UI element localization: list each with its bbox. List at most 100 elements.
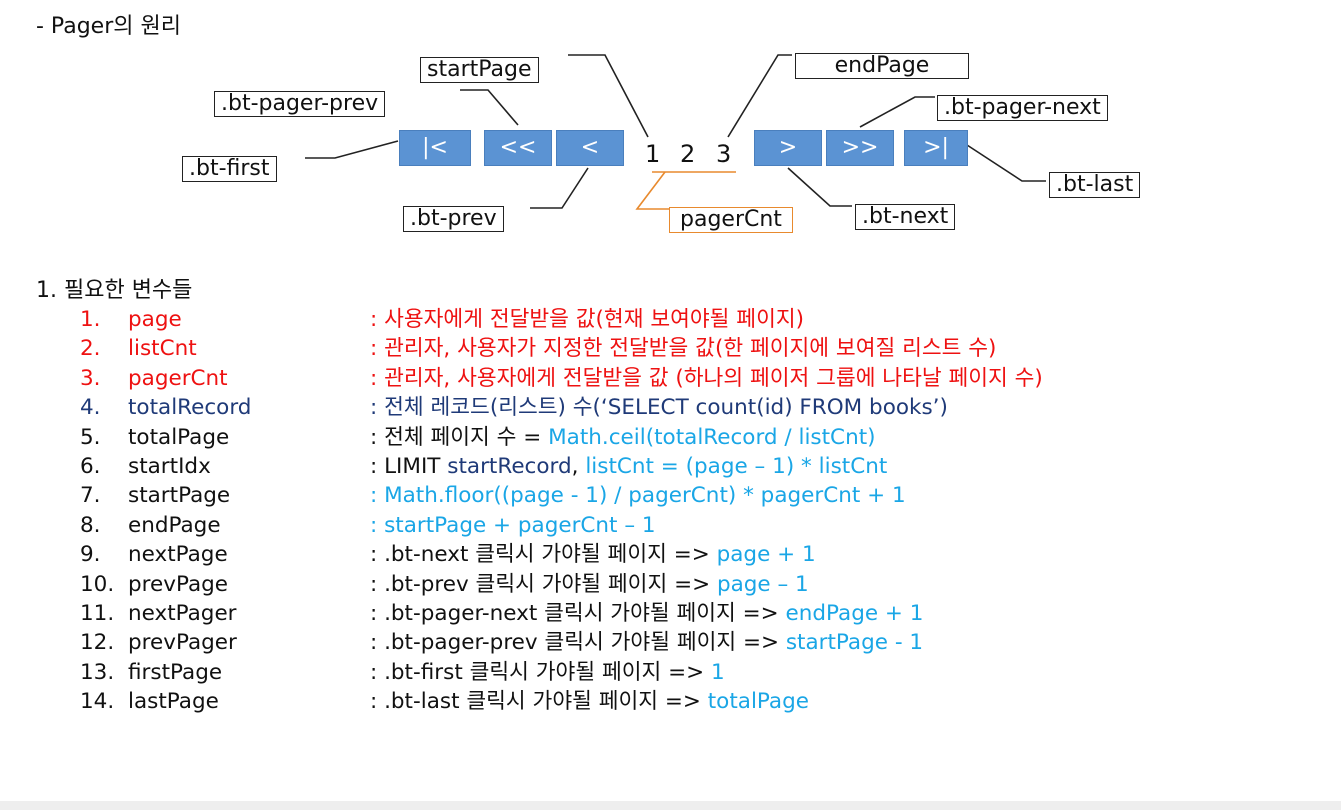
- variable-description: : .bt-next 클릭시 가야될 페이지 => page + 1: [370, 540, 816, 569]
- description-segment: : startPage + pagerCnt – 1: [370, 512, 656, 538]
- description-segment: startRecord: [447, 454, 572, 479]
- variable-number: 3.: [80, 365, 101, 391]
- bt-pager-prev-button[interactable]: <<: [484, 130, 552, 166]
- pager-diagram: [305, 54, 1046, 210]
- variable-number: 8.: [80, 512, 101, 538]
- variable-description: : .bt-last 클릭시 가야될 페이지 => totalPage: [370, 687, 809, 716]
- description-segment: page – 1: [716, 571, 809, 597]
- description-segment: : .bt-prev 클릭시 가야될 페이지 =>: [370, 571, 717, 597]
- variable-name: listCnt: [128, 336, 197, 362]
- variable-number: 7.: [80, 483, 101, 509]
- description-segment: : .bt-first 클릭시 가야될 페이지 =>: [370, 659, 711, 685]
- variable-number: 14.: [80, 689, 115, 715]
- variable-name: totalPage: [128, 424, 230, 450]
- variable-number: 10.: [80, 571, 115, 597]
- variable-number: 9.: [80, 542, 101, 568]
- line-bt-first: [305, 140, 399, 159]
- variable-name: prevPage: [128, 571, 229, 597]
- variable-row: 9. nextPage : .bt-next 클릭시 가야될 페이지 => page…: [80, 540, 816, 569]
- variable-name: startPage: [128, 483, 231, 509]
- bt-pager-next-button[interactable]: >>: [826, 130, 894, 166]
- description-segment: : LIMIT: [370, 454, 448, 479]
- label-pager-cnt: pagerCnt: [669, 207, 793, 233]
- variable-description: : 관리자, 사용자가 지정한 전달받을 값(한 페이지에 보여질 리스트 수): [370, 334, 996, 363]
- description-segment: listCnt = (page – 1) * listCnt: [585, 454, 888, 479]
- section-title: 1. 필요한 변수들: [36, 278, 193, 303]
- variable-row: 7. startPage : Math.floor((page - 1) / pag…: [80, 481, 906, 510]
- line-bt-pager-next: [859, 96, 935, 128]
- variable-name: nextPager: [128, 601, 237, 626]
- description-segment: startPage - 1: [785, 630, 924, 656]
- description-segment: : .bt-pager-next 클릭시 가야될 페이지 =>: [370, 601, 786, 626]
- variable-description: : 전체 페이지 수 = Math.ceil(totalRecord / lis…: [370, 423, 876, 452]
- label-bt-pager-prev: .bt-pager-prev: [214, 91, 386, 117]
- variable-number: 5.: [80, 424, 101, 450]
- variable-number: 2.: [80, 336, 101, 362]
- line-bt-pager-prev: [460, 89, 519, 126]
- variable-row: 2. listCnt : 관리자, 사용자가 지정한 전달받을 값(한 페이지에 보…: [80, 334, 996, 363]
- bottom-divider: [0, 801, 1341, 810]
- variable-number: 11.: [80, 601, 115, 626]
- description-segment: : 사용자에게 전달받을 값(현재 보여야될 페이지): [370, 307, 805, 332]
- description-segment: totalPage: [707, 689, 809, 715]
- label-bt-last: .bt-last: [1049, 172, 1141, 198]
- description-segment: page + 1: [716, 542, 816, 568]
- line-start-page: [568, 54, 649, 138]
- line-end-page: [727, 54, 792, 138]
- variable-row: 4.totalRecord: 전체 레코드(리스트) 수(‘SELECT cou…: [80, 393, 948, 422]
- variable-row: 3.pagerCnt: 관리자, 사용자에게 전달받을 값 (하나의 페이저 그…: [80, 364, 1043, 393]
- line-pager-cnt: [635, 171, 670, 210]
- description-segment: : .bt-last 클릭시 가야될 페이지 =>: [370, 689, 708, 715]
- variable-row: 1.page: 사용자에게 전달받을 값(현재 보여야될 페이지): [80, 305, 804, 334]
- description-segment: Math.ceil(totalRecord / listCnt): [548, 424, 876, 450]
- variable-name: lastPage: [128, 689, 219, 715]
- label-bt-prev: .bt-prev: [403, 206, 504, 232]
- description-segment: : 전체 페이지 수 =: [370, 424, 549, 450]
- line-bt-prev: [530, 167, 589, 209]
- variable-name: page: [128, 307, 182, 332]
- variable-row: 14. lastPage : .bt-last 클릭시 가야될 페이지 => tot…: [80, 687, 809, 716]
- variable-description: : 전체 레코드(리스트) 수(‘SELECT count(id) FROM b…: [370, 393, 948, 422]
- label-start-page: startPage: [420, 57, 539, 83]
- variable-description: : 사용자에게 전달받을 값(현재 보여야될 페이지): [370, 305, 804, 334]
- page-number-1[interactable]: 1: [645, 140, 661, 168]
- page-number-2[interactable]: 2: [680, 140, 696, 168]
- variable-description: : .bt-pager-next 클릭시 가야될 페이지 => endPage …: [370, 599, 923, 628]
- description-segment: : .bt-pager-prev 클릭시 가야될 페이지 =>: [370, 630, 786, 656]
- variable-description: : .bt-prev 클릭시 가야될 페이지 => page – 1: [370, 570, 809, 599]
- bt-first-button[interactable]: |<: [399, 130, 471, 166]
- bt-next-button[interactable]: >: [754, 130, 822, 166]
- variable-row: 11. nextPager : .bt-pager-next 클릭시 가야될 페이지…: [80, 599, 923, 628]
- description-segment: : 관리자, 사용자가 지정한 전달받을 값(한 페이지에 보여질 리스트 수): [370, 336, 997, 362]
- bt-last-button[interactable]: >|: [904, 130, 968, 166]
- description-segment: endPage + 1: [785, 601, 924, 626]
- variable-name: nextPage: [128, 542, 228, 568]
- label-bt-first: .bt-first: [182, 156, 277, 182]
- variable-row: 8.endPage: startPage + pagerCnt – 1: [80, 511, 656, 540]
- page-number-3[interactable]: 3: [716, 140, 732, 168]
- variable-row: 6. startIdx : LIMIT startRecord, listCnt =…: [80, 452, 887, 481]
- description-segment: : .bt-next 클릭시 가야될 페이지 =>: [370, 542, 717, 568]
- description-segment: : 관리자, 사용자에게 전달받을 값 (하나의 페이저 그룹에 나타날 페이지…: [370, 365, 1043, 391]
- description-segment: ,: [571, 454, 586, 479]
- variable-description: : .bt-first 클릭시 가야될 페이지 => 1: [370, 658, 725, 687]
- variable-description: : startPage + pagerCnt – 1: [370, 511, 656, 540]
- variable-row: 12.prevPager: .bt-pager-prev 클릭시 가야될 페이지…: [80, 628, 923, 657]
- label-end-page: endPage: [795, 53, 969, 79]
- bt-prev-button[interactable]: <: [556, 130, 624, 166]
- variable-description: : .bt-pager-prev 클릭시 가야될 페이지 => startPag…: [370, 628, 923, 657]
- variable-description: : Math.floor((page - 1) / pagerCnt) * pa…: [370, 481, 906, 510]
- variable-row: 13.firstPage: .bt-first 클릭시 가야될 페이지 => 1: [80, 658, 725, 687]
- description-segment: : 전체 레코드(리스트) 수(‘SELECT count(id) FROM b…: [370, 395, 948, 421]
- variable-description: : 관리자, 사용자에게 전달받을 값 (하나의 페이저 그룹에 나타날 페이지…: [370, 364, 1043, 393]
- description-segment: 1: [710, 659, 725, 685]
- variable-description: : LIMIT startRecord, listCnt = (page – 1…: [370, 452, 887, 481]
- variable-row: 5. totalPage : 전체 페이지 수 = Math.ceil(totalR…: [80, 423, 876, 452]
- description-segment: : Math.floor((page - 1) / pagerCnt) * pa…: [370, 483, 906, 509]
- variable-number: 12.: [80, 630, 115, 656]
- variable-number: 6.: [80, 454, 101, 479]
- variable-row: 10. prevPage : .bt-prev 클릭시 가야될 페이지 => pag…: [80, 570, 809, 599]
- line-bt-last: [966, 144, 1046, 182]
- variable-number: 13.: [80, 659, 115, 685]
- variable-name: startIdx: [128, 454, 211, 479]
